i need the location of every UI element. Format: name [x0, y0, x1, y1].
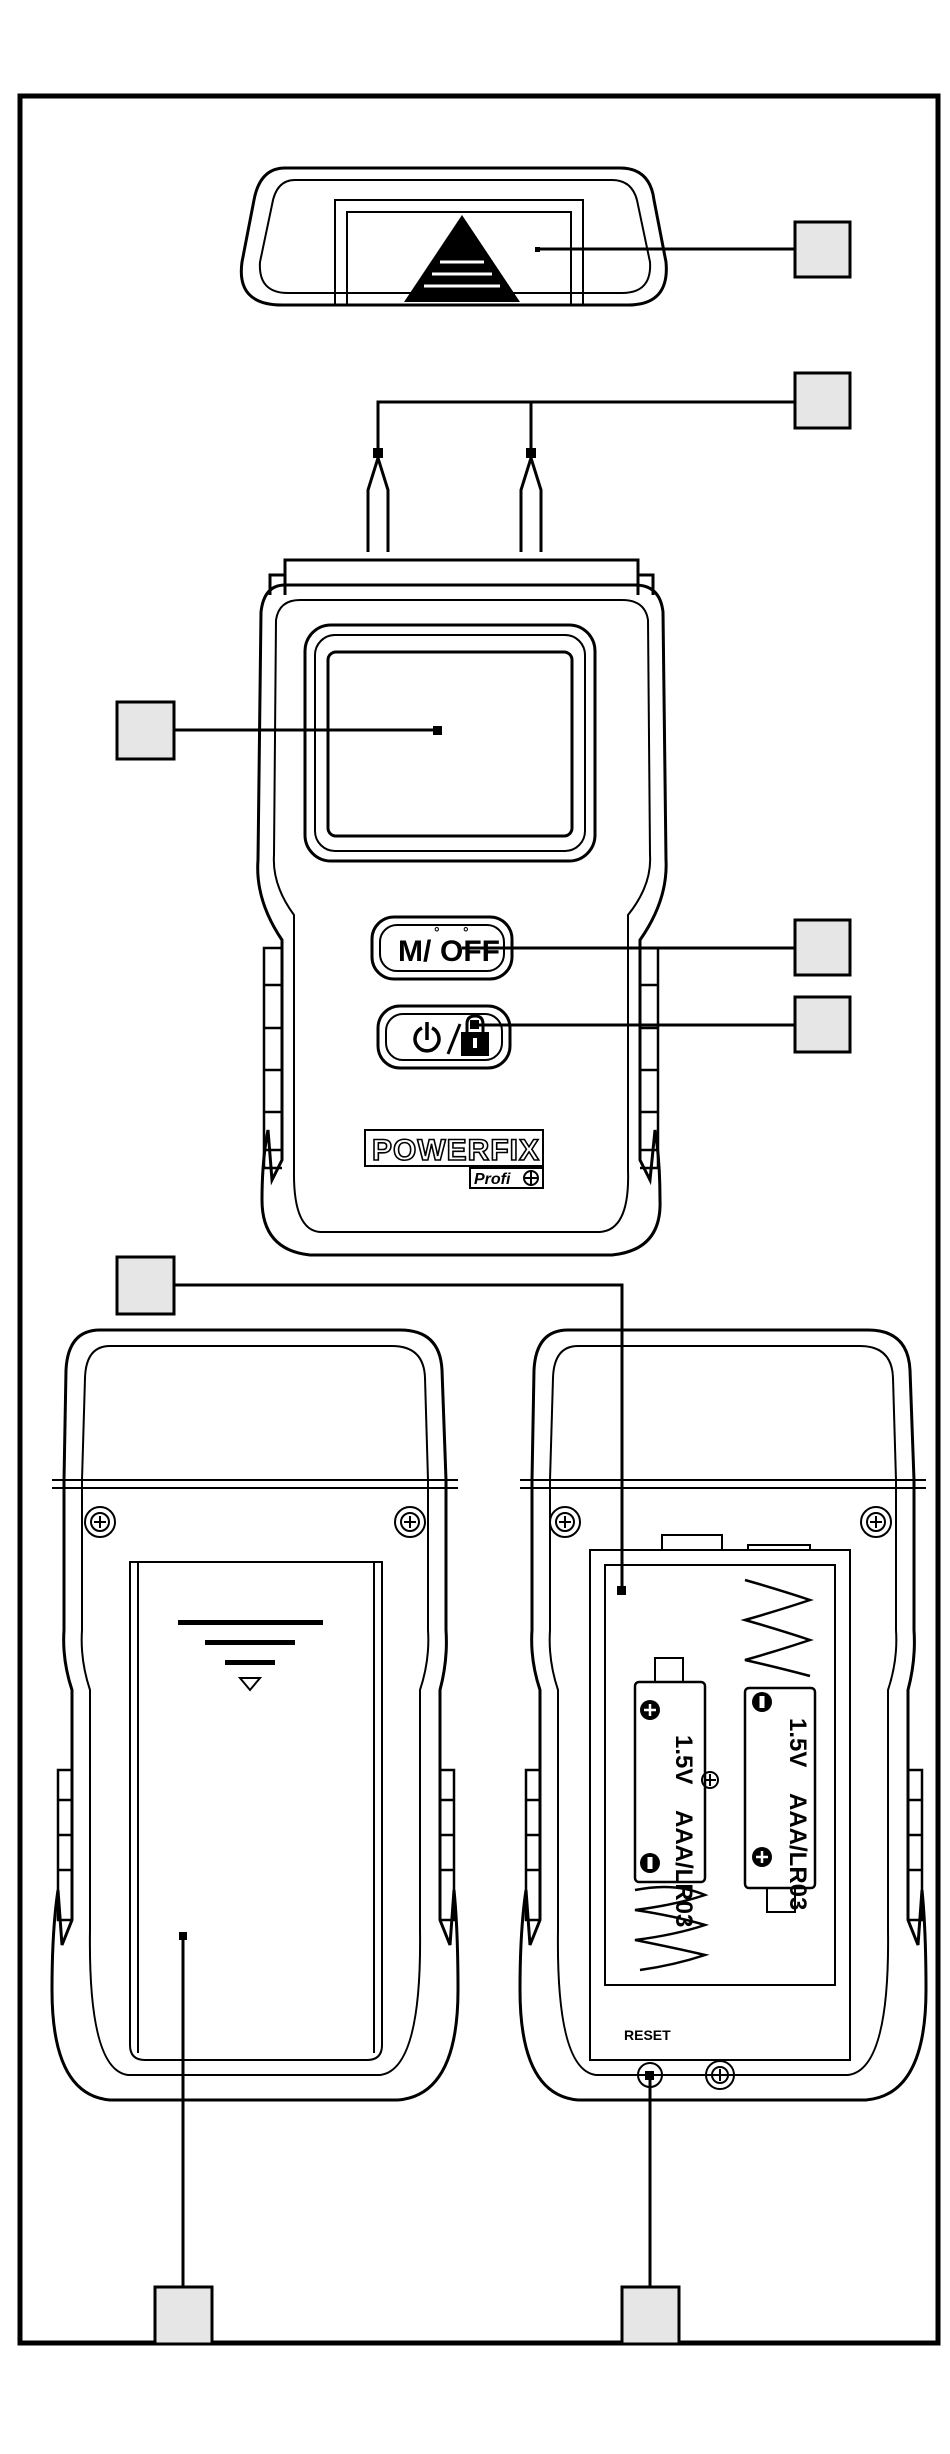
device-open-body [520, 1330, 926, 2100]
battery-left-type: AAA/LR03 [670, 1810, 697, 1927]
brand-logo: POWERFIX Profi [365, 1130, 543, 1188]
back-left-grip [58, 1770, 454, 1920]
battery-right: 1.5V AAA/LR03 [745, 1580, 815, 1912]
measuring-probes [368, 458, 541, 552]
callout-2 [378, 373, 850, 452]
lcd-display [305, 625, 595, 861]
callout-3 [117, 702, 442, 759]
screw-icon [550, 1507, 580, 1537]
callout-box-8 [622, 2287, 679, 2344]
device-back-body [52, 1330, 458, 2100]
reset-label: RESET [624, 2027, 671, 2043]
callout-box-5 [795, 997, 850, 1052]
power-icon [415, 1022, 439, 1051]
callout-box-4 [795, 920, 850, 975]
battery-left-voltage: 1.5V [670, 1735, 697, 1784]
battery-right-voltage: 1.5V [784, 1718, 811, 1767]
callout-box-7 [155, 2287, 212, 2344]
device-shoulder [270, 560, 653, 595]
brand-sub: Profi [474, 1171, 511, 1188]
battery-left: 1.5V AAA/LR03 [635, 1658, 705, 1970]
degree-symbol-icon: ° [463, 924, 469, 940]
screw-icon [85, 1507, 115, 1537]
callout-5 [470, 997, 850, 1052]
callout-box-3 [117, 702, 174, 759]
minus-icon [640, 1853, 660, 1873]
off-label: OFF [440, 935, 500, 968]
callout-8 [622, 2071, 679, 2344]
callout-box-2 [795, 373, 850, 428]
degree-symbol-icon: ° [434, 924, 440, 940]
callout-box-6 [117, 1257, 174, 1314]
plus-icon [640, 1700, 660, 1720]
battery-right-type: AAA/LR03 [784, 1793, 811, 1910]
spring-icon [745, 1580, 810, 1676]
figure-frame [20, 96, 938, 2343]
screw-icon [861, 1507, 891, 1537]
screw-icon [395, 1507, 425, 1537]
cover-slide-icon [178, 1620, 323, 1690]
callout-box-1 [795, 222, 850, 277]
open-grip [526, 1770, 922, 1920]
callout-7 [155, 1932, 212, 2344]
power-hold-button[interactable] [378, 1006, 510, 1068]
plus-icon [752, 1847, 772, 1867]
mode-label: M/ [398, 935, 432, 968]
spring-icon [635, 1887, 705, 1970]
brand-mark-icon [524, 1171, 538, 1185]
minus-icon [752, 1692, 772, 1712]
cap-triangle-icon [404, 215, 520, 302]
callout-4 [462, 920, 850, 975]
brand-name: POWERFIX [372, 1134, 540, 1167]
